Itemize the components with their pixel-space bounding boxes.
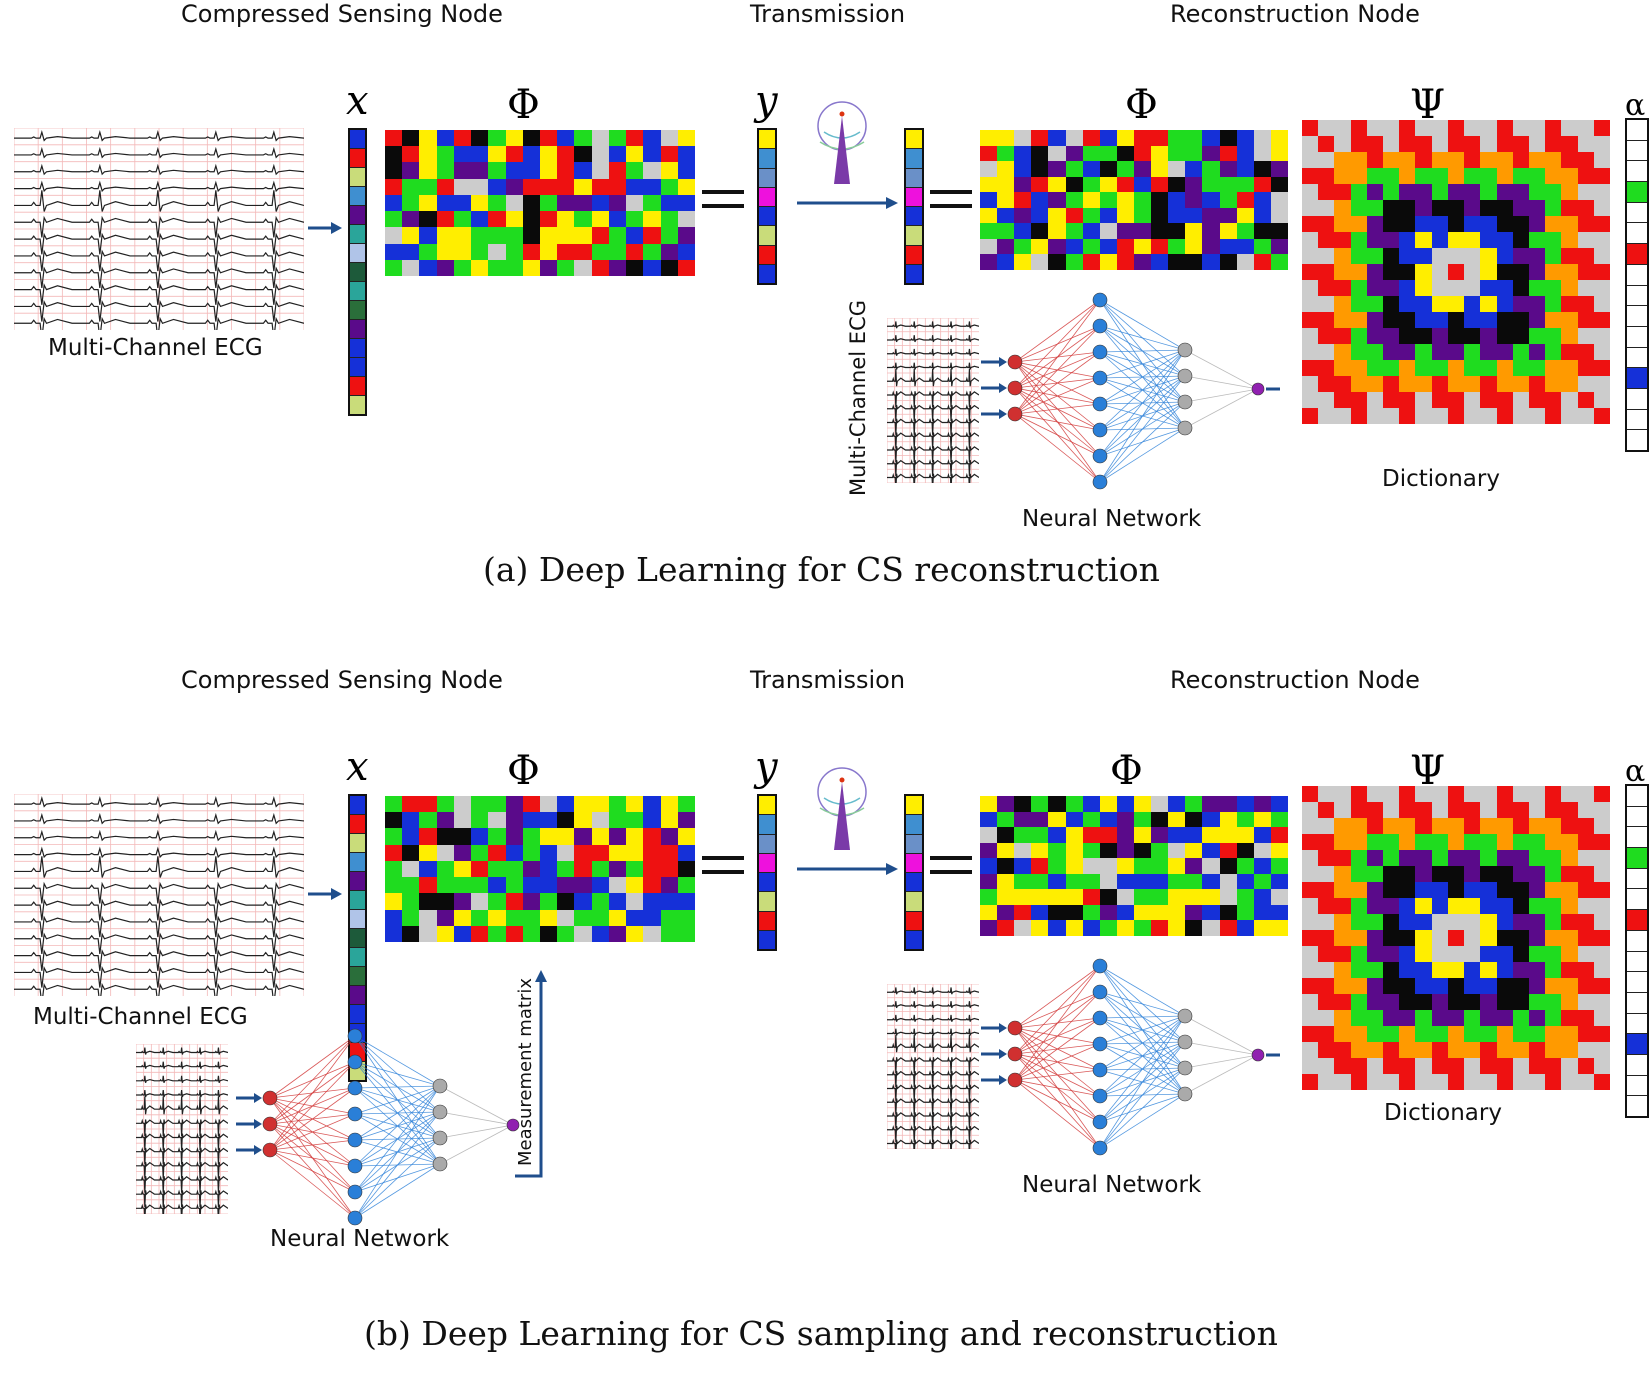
dictionary-label: Dictionary bbox=[1382, 466, 1500, 492]
antenna-tower-icon bbox=[812, 758, 872, 858]
caption-a: (a) Deep Learning for CS reconstruction bbox=[483, 550, 1160, 589]
nn-left-label: Neural Network bbox=[270, 1226, 450, 1252]
equals-sign bbox=[702, 190, 744, 208]
measurement-matrix-phi-2 bbox=[980, 130, 1288, 270]
nn-right-label: Neural Network bbox=[1022, 1172, 1202, 1198]
ecg-plot-icon bbox=[13, 127, 305, 339]
ecg-plot-icon bbox=[135, 1043, 229, 1222]
symbol-phi-2: Φ bbox=[1125, 82, 1158, 128]
nn-label: Neural Network bbox=[1022, 506, 1202, 532]
symbol-phi: Φ bbox=[507, 82, 540, 128]
measurement-matrix-phi bbox=[385, 796, 695, 942]
ecg-label: Multi-Channel ECG bbox=[48, 335, 263, 361]
symbol-y: y bbox=[755, 744, 778, 790]
ecg-label: Multi-Channel ECG bbox=[33, 1004, 248, 1030]
measurement-vector-y bbox=[757, 128, 777, 285]
signal-vector-x bbox=[348, 794, 367, 1082]
dictionary-label: Dictionary bbox=[1384, 1100, 1502, 1126]
panel-b: Compressed Sensing Node Transmission Rec… bbox=[0, 666, 1652, 1353]
symbol-x: x bbox=[346, 744, 369, 790]
sparse-vector-alpha bbox=[1625, 784, 1649, 1118]
measurement-matrix-phi-2 bbox=[980, 796, 1288, 936]
measurement-vector-y bbox=[757, 794, 777, 951]
received-vector-y bbox=[904, 794, 924, 951]
arrow-icon bbox=[515, 978, 543, 1178]
header-reconstruction: Reconstruction Node bbox=[1170, 0, 1420, 28]
equals-sign-2 bbox=[930, 856, 972, 874]
equals-sign-2 bbox=[930, 190, 972, 208]
arrows-layer bbox=[308, 863, 898, 1178]
symbol-phi: Φ bbox=[507, 748, 540, 794]
symbol-x: x bbox=[346, 78, 369, 124]
ecg-plot-icon bbox=[886, 317, 980, 490]
header-sensing: Compressed Sensing Node bbox=[181, 666, 503, 694]
sparse-vector-alpha bbox=[1625, 118, 1649, 452]
header-reconstruction: Reconstruction Node bbox=[1170, 666, 1420, 694]
dictionary-matrix-psi bbox=[1302, 120, 1610, 424]
arrows-layer bbox=[308, 197, 898, 234]
ecg-plot-icon bbox=[886, 983, 980, 1156]
header-transmission: Transmission bbox=[750, 666, 906, 694]
symbol-y: y bbox=[755, 78, 778, 124]
symbol-phi-2: Φ bbox=[1110, 748, 1143, 794]
equals-sign bbox=[702, 856, 744, 874]
header-transmission: Transmission bbox=[750, 0, 906, 28]
caption-b: (b) Deep Learning for CS sampling and re… bbox=[364, 1314, 1278, 1353]
neural-network-icon bbox=[215, 1026, 535, 1236]
dictionary-matrix-psi bbox=[1302, 786, 1610, 1090]
panel-a: Compressed Sensing Node Transmission Rec… bbox=[0, 0, 1652, 620]
symbol-alpha: α bbox=[1625, 754, 1646, 789]
neural-network-icon bbox=[960, 956, 1292, 1166]
antenna-tower-icon bbox=[812, 92, 872, 192]
measurement-matrix-phi bbox=[385, 130, 695, 276]
received-vector-y bbox=[904, 128, 924, 285]
symbol-alpha: α bbox=[1625, 88, 1646, 123]
signal-vector-x bbox=[348, 128, 367, 416]
header-sensing: Compressed Sensing Node bbox=[181, 0, 503, 28]
neural-network-icon bbox=[960, 290, 1292, 500]
